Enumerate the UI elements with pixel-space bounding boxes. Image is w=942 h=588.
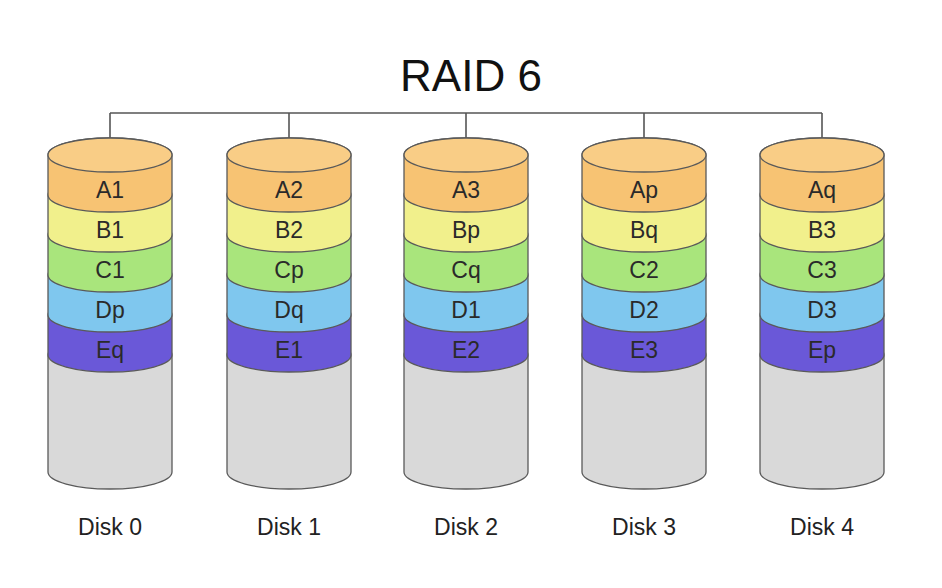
stripe-block: D2 — [582, 290, 706, 330]
block-label: B1 — [96, 217, 124, 244]
block-label: B3 — [808, 217, 836, 244]
disk-label: Disk 2 — [404, 514, 528, 541]
stripe-block: E2 — [404, 330, 528, 370]
stripe-block: Bq — [582, 210, 706, 250]
disk-cylinder: A3BpCqD1E2Disk 2 — [404, 137, 528, 552]
stripe-block: B3 — [760, 210, 884, 250]
disk-cylinder: ApBqC2D2E3Disk 3 — [582, 137, 706, 552]
bracket-drop — [643, 113, 645, 140]
stripe-block: E3 — [582, 330, 706, 370]
block-label: A2 — [275, 177, 303, 204]
disk-top — [227, 138, 351, 172]
block-label: C1 — [95, 257, 124, 284]
block-label: Cp — [274, 257, 303, 284]
bracket-drop — [465, 113, 467, 140]
block-label: Ap — [630, 177, 658, 204]
bracket-drop — [109, 113, 111, 140]
stripe-block: C3 — [760, 250, 884, 290]
stripe-block: Cp — [227, 250, 351, 290]
disk-cylinder: A2B2CpDqE1Disk 1 — [227, 137, 351, 552]
stripe-block: Eq — [48, 330, 172, 370]
block-label: Bp — [452, 217, 480, 244]
stripe-block: Ap — [582, 170, 706, 210]
stripe-block: A1 — [48, 170, 172, 210]
block-label: D3 — [807, 297, 836, 324]
stripe-block: Aq — [760, 170, 884, 210]
stripe-block: Bp — [404, 210, 528, 250]
disk-cylinder: AqB3C3D3EpDisk 4 — [760, 137, 884, 552]
disk-label: Disk 1 — [227, 514, 351, 541]
disk-label: Disk 3 — [582, 514, 706, 541]
stripe-block: D3 — [760, 290, 884, 330]
block-label: D2 — [629, 297, 658, 324]
stripe-block: C2 — [582, 250, 706, 290]
disk-label: Disk 0 — [48, 514, 172, 541]
block-label: Eq — [96, 337, 124, 364]
stripe-block: B2 — [227, 210, 351, 250]
block-label: C2 — [629, 257, 658, 284]
block-label: A3 — [452, 177, 480, 204]
bracket-drop — [288, 113, 290, 140]
stripe-block: D1 — [404, 290, 528, 330]
block-label: B2 — [275, 217, 303, 244]
disk-top — [48, 138, 172, 172]
block-label: E2 — [452, 337, 480, 364]
block-label: E1 — [275, 337, 303, 364]
disk-cylinder: A1B1C1DpEqDisk 0 — [48, 137, 172, 552]
stripe-block: A2 — [227, 170, 351, 210]
block-label: Ep — [808, 337, 836, 364]
stripe-block: Dq — [227, 290, 351, 330]
stripe-band — [227, 138, 351, 212]
stripe-block: B1 — [48, 210, 172, 250]
stripe-block: Ep — [760, 330, 884, 370]
block-label: Dp — [95, 297, 124, 324]
block-label: A1 — [96, 177, 124, 204]
disk-top — [760, 138, 884, 172]
stripe-block: A3 — [404, 170, 528, 210]
block-label: Dq — [274, 297, 303, 324]
stripe-band — [582, 138, 706, 212]
block-label: Aq — [808, 177, 836, 204]
stripe-band — [760, 138, 884, 212]
block-label: Bq — [630, 217, 658, 244]
stripe-band — [48, 138, 172, 212]
stripe-block: Cq — [404, 250, 528, 290]
block-label: C3 — [807, 257, 836, 284]
stripe-block: E1 — [227, 330, 351, 370]
diagram-title: RAID 6 — [400, 51, 542, 101]
disk-top — [582, 138, 706, 172]
block-label: D1 — [451, 297, 480, 324]
bracket-drop — [821, 113, 823, 140]
disk-top — [404, 138, 528, 172]
stripe-band — [404, 138, 528, 212]
block-label: E3 — [630, 337, 658, 364]
disk-label: Disk 4 — [760, 514, 884, 541]
block-label: Cq — [451, 257, 480, 284]
stripe-block: C1 — [48, 250, 172, 290]
stripe-block: Dp — [48, 290, 172, 330]
